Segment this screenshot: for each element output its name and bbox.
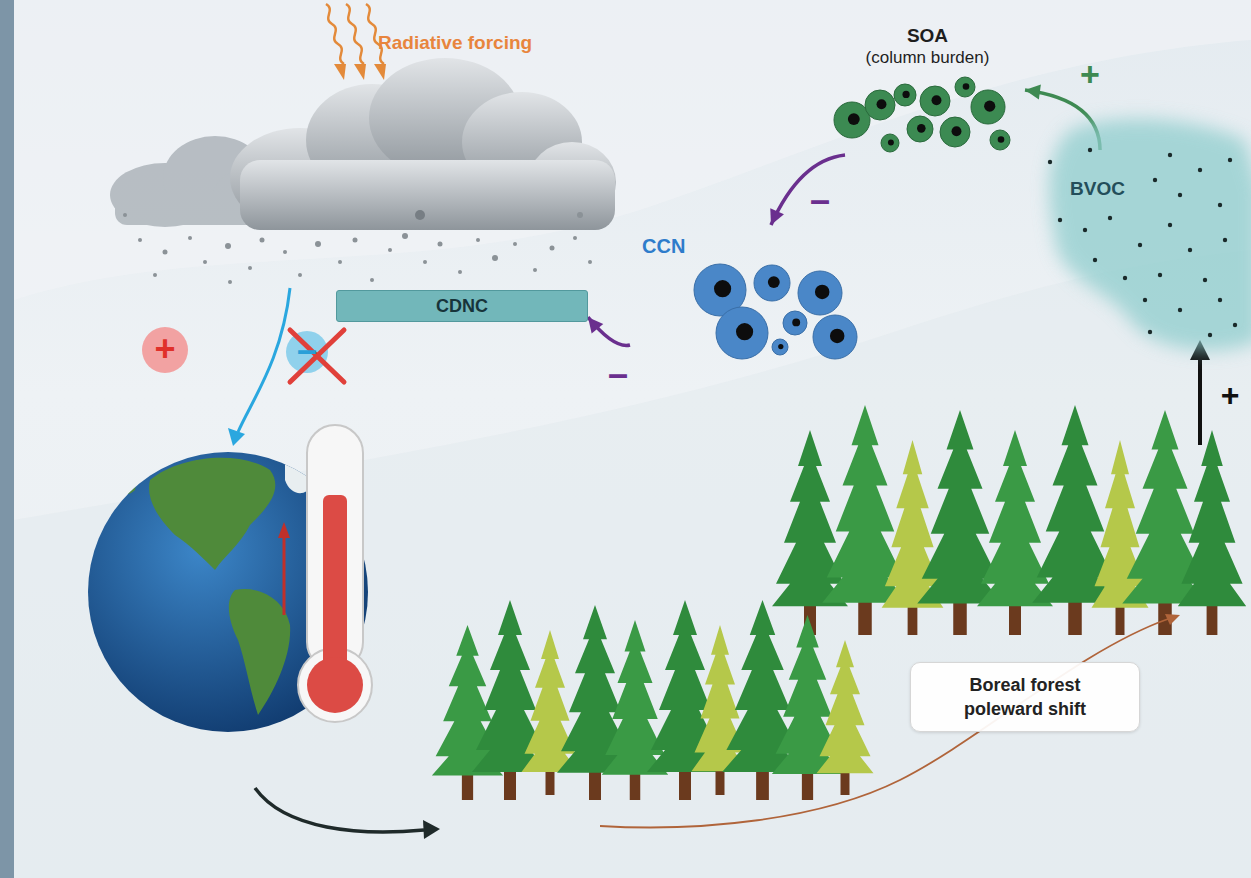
forest-south	[432, 600, 874, 800]
arrowhead	[1025, 85, 1041, 100]
thermometer	[298, 425, 372, 722]
forest-north	[772, 405, 1246, 635]
node-text: CCN	[642, 235, 685, 258]
arrowhead	[770, 208, 784, 225]
node-text: BVOC	[1070, 178, 1125, 200]
node-text: Boreal forest poleward shift	[937, 673, 1113, 721]
soa-cluster: SOA(column burden)	[830, 25, 1025, 155]
negative-link	[770, 155, 845, 225]
bvoc-cloud: BVOC	[1030, 150, 1251, 350]
node-text: SOA	[907, 25, 948, 47]
forcing-label: Radiative forcing	[378, 33, 532, 52]
radiation-waves	[326, 4, 386, 80]
feedback-arrows	[142, 288, 1210, 839]
cloud	[110, 58, 616, 230]
negative-link	[588, 317, 630, 345]
connector-line	[588, 317, 630, 345]
node-text: (column burden)	[866, 47, 990, 68]
ccn-cluster: CCN	[630, 225, 865, 365]
edge-sign: +	[1080, 57, 1100, 91]
shift-box: Boreal forest poleward shift	[910, 662, 1140, 732]
sign-plus: +	[1221, 379, 1240, 411]
connector-line	[771, 155, 845, 225]
node-text: CDNC	[436, 296, 488, 317]
edge-sign: –	[810, 182, 830, 218]
edge-sign: –	[608, 356, 628, 392]
shift-path	[600, 614, 1180, 827]
arrowhead	[588, 317, 603, 333]
droplets	[123, 210, 592, 284]
bvoc-plume	[1030, 150, 1251, 350]
sign-minus: –	[297, 332, 317, 368]
cdnc-box: CDNC	[336, 290, 588, 322]
sign-plus: +	[154, 331, 175, 367]
